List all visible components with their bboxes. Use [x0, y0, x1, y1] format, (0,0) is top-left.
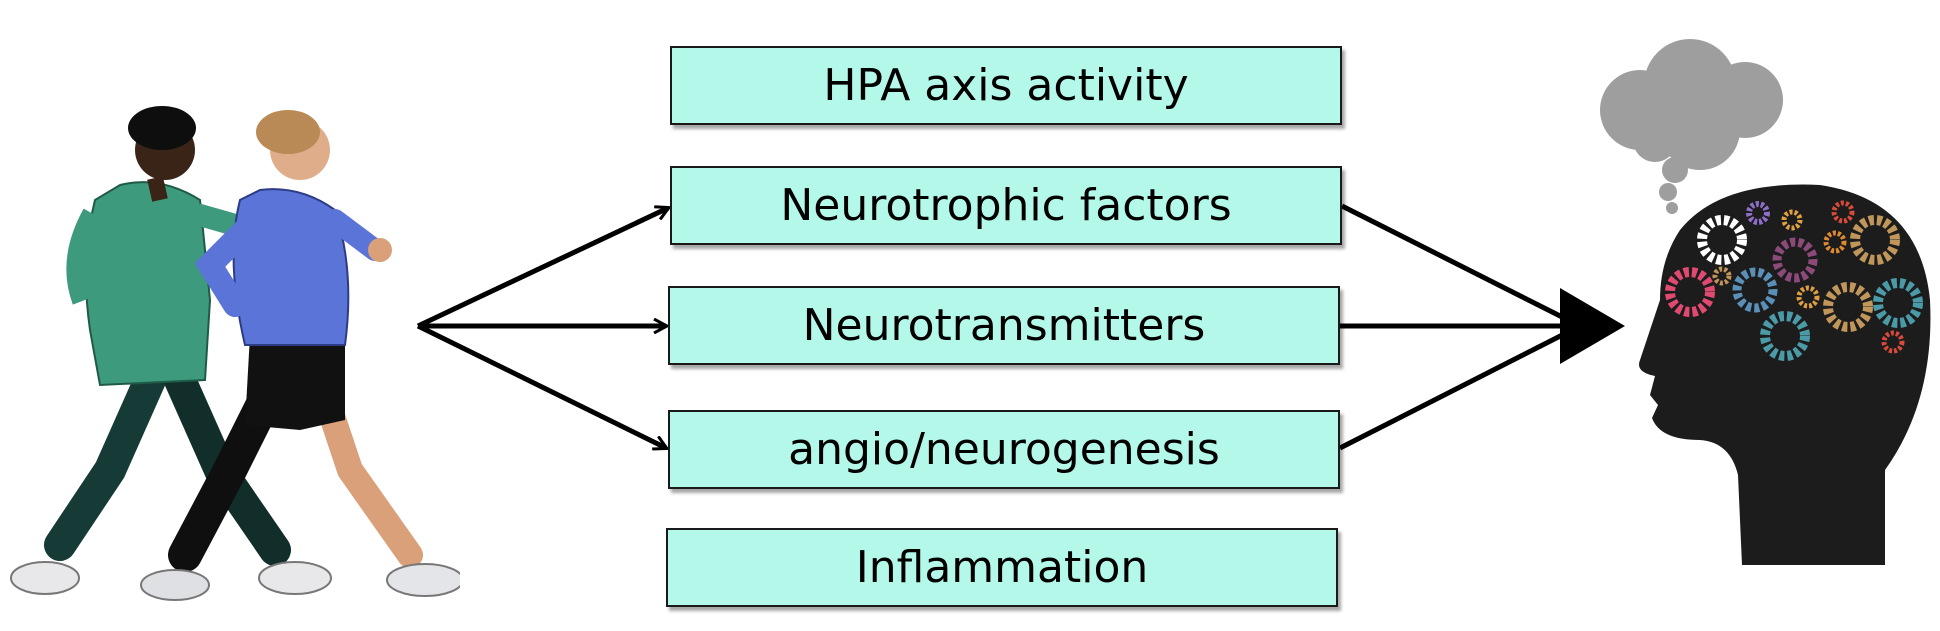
line-from-angio: [1338, 323, 1582, 451]
arrow-to-neurotrophic: [416, 208, 668, 329]
gears-cluster: [1665, 200, 1923, 361]
factor-box-neurotrophic: Neurotrophic factors: [670, 166, 1342, 245]
factor-label: angio/neurogenesis: [788, 424, 1220, 475]
walker-back-figure: [10, 106, 332, 595]
head-silhouette: [1639, 184, 1931, 565]
arrowhead-to-brain: [1560, 288, 1625, 364]
factor-label: HPA axis activity: [823, 60, 1189, 111]
walker-front-figure: [140, 110, 460, 601]
walkers-illustration: [10, 106, 460, 601]
factor-box-hpa: HPA axis activity: [670, 46, 1342, 125]
factor-box-neurotransmitters: Neurotransmitters: [668, 286, 1340, 365]
factor-box-inflammation: Inflammation: [666, 528, 1338, 607]
factor-box-angio: angio/neurogenesis: [668, 410, 1340, 489]
factor-label: Neurotransmitters: [802, 300, 1206, 351]
thought-cloud-icon: [1600, 39, 1783, 214]
arrow-to-angio: [416, 323, 666, 448]
factor-label: Neurotrophic factors: [780, 180, 1232, 231]
line-from-neurotrophic: [1340, 203, 1582, 329]
factor-label: Inflammation: [855, 542, 1149, 593]
